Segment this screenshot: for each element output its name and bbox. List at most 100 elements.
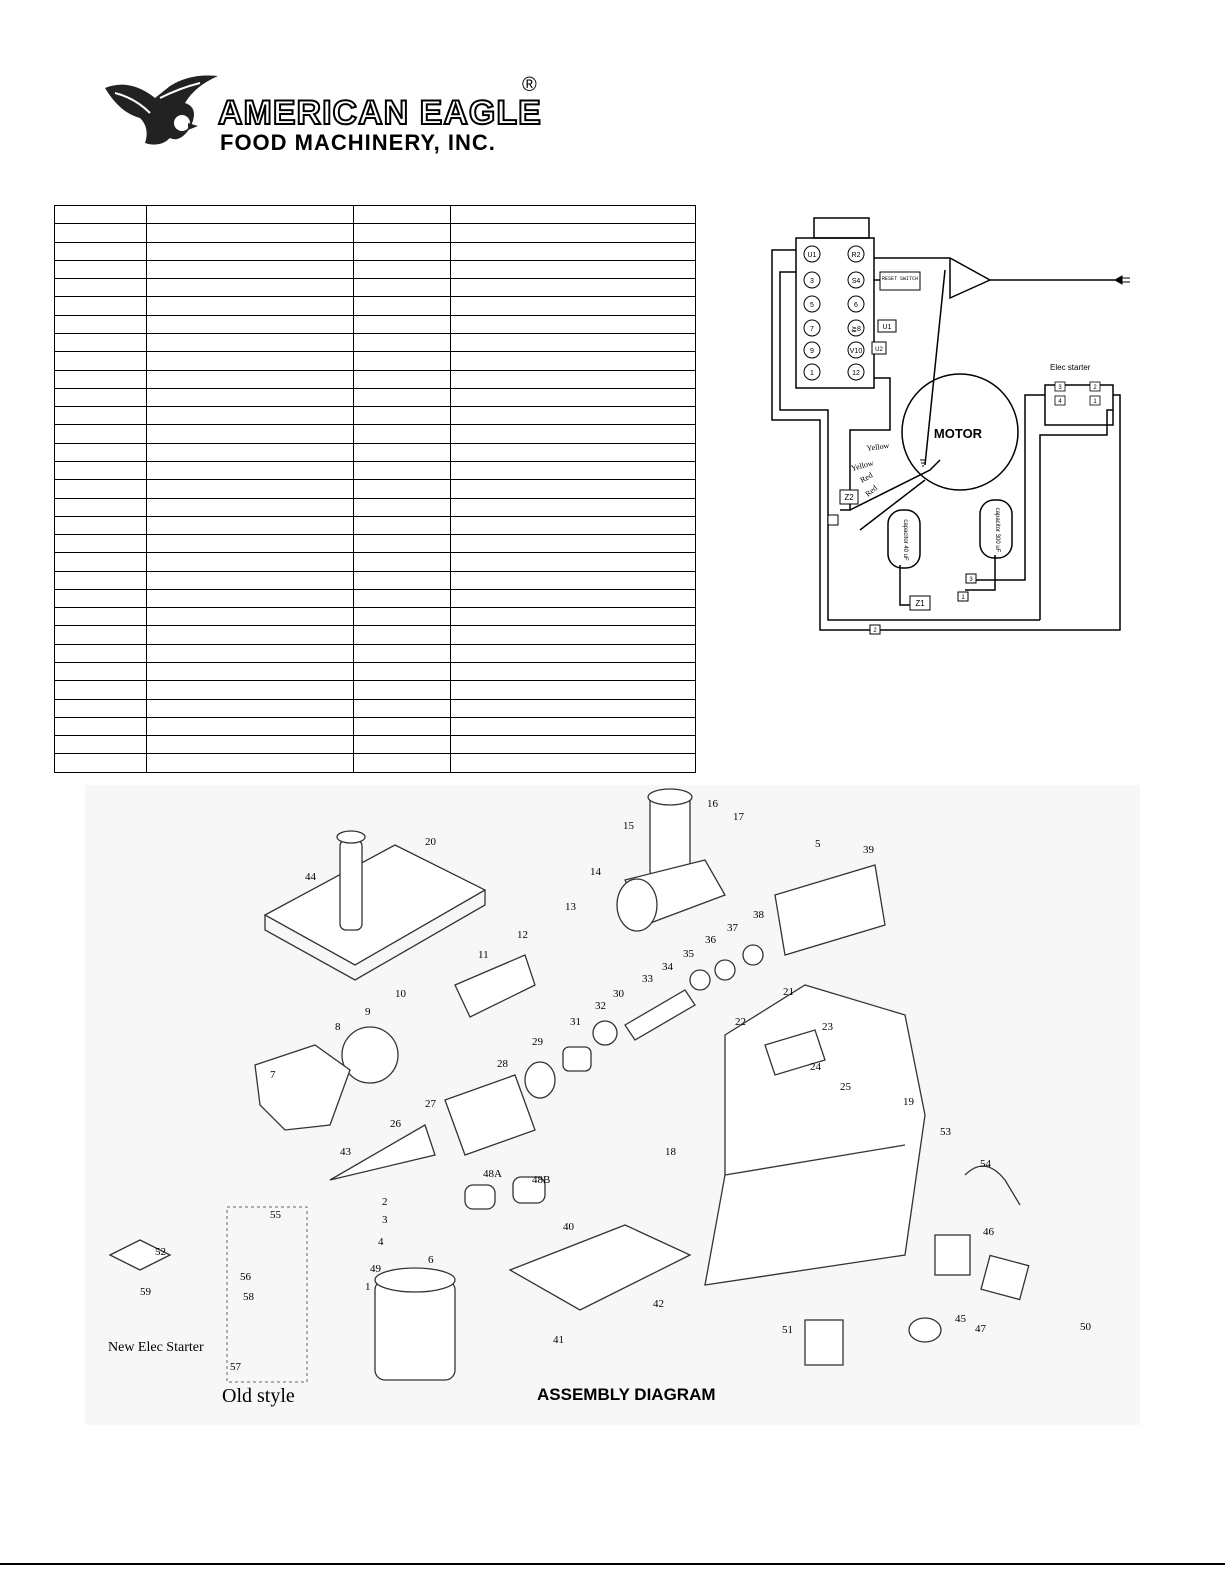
table-cell — [146, 497, 354, 517]
part-number-label: 12 — [517, 929, 528, 941]
table-cell — [353, 625, 451, 645]
stomper-part — [339, 839, 363, 931]
table-cell — [54, 570, 147, 590]
part-number-label: 29 — [532, 1036, 544, 1048]
table-cell — [146, 643, 354, 664]
table-cell — [353, 680, 451, 700]
table-cell — [54, 753, 147, 773]
table-cell — [146, 332, 354, 353]
table-cell — [353, 241, 451, 261]
table-cell — [450, 332, 696, 353]
part-number-label: 58 — [243, 1291, 255, 1303]
table-cell — [54, 332, 147, 353]
table-cell — [353, 588, 451, 609]
table-cell — [353, 479, 451, 499]
wiring-diagram: U1 3 5 7 9 1 R2 S4 6 ≧8 V10 12 RESET SWI… — [771, 217, 1130, 635]
part-number-label: 13 — [565, 901, 577, 913]
table-cell — [353, 497, 451, 517]
table-cell — [450, 753, 696, 773]
part-number-label: 8 — [335, 1021, 341, 1033]
table-cell — [54, 716, 147, 737]
table-cell — [146, 424, 354, 444]
table-cell — [146, 716, 354, 737]
ring-part — [254, 1044, 351, 1131]
table-cell — [353, 552, 451, 572]
table-cell — [450, 607, 696, 627]
table-cell — [450, 460, 696, 481]
table-cell — [353, 662, 451, 682]
part-number-label: 36 — [705, 934, 717, 946]
table-cell — [54, 552, 147, 572]
table-cell — [146, 387, 354, 408]
part-number-label: 19 — [903, 1096, 915, 1108]
table-cell — [450, 406, 696, 426]
old-style-box — [226, 1206, 308, 1383]
table-cell — [54, 241, 147, 261]
part-number-label: 20 — [425, 836, 437, 848]
table-cell — [146, 625, 354, 645]
starter-terminal-1: 1 — [1093, 399, 1097, 405]
table-cell — [353, 387, 451, 408]
part-number-label: 40 — [563, 1221, 575, 1233]
table-cell — [54, 497, 147, 517]
table-cell — [54, 662, 147, 682]
table-cell — [146, 406, 354, 426]
terminal-12: 12 — [852, 370, 860, 377]
table-cell — [353, 570, 451, 590]
table-cell — [54, 643, 147, 664]
old-style-label: Old style — [222, 1385, 295, 1407]
table-cell — [353, 314, 451, 334]
table-cell — [450, 223, 696, 243]
table-cell — [146, 479, 354, 499]
table-cell — [54, 588, 147, 609]
gear-housing-part — [444, 1074, 536, 1156]
table-cell — [353, 442, 451, 462]
stuffing-tube-part — [329, 1124, 436, 1181]
table-cell — [146, 698, 354, 718]
table-cell — [450, 625, 696, 645]
part-number-label: 27 — [425, 1098, 437, 1110]
table-cell — [54, 369, 147, 389]
table-cell — [353, 406, 451, 426]
table-cell — [353, 716, 451, 737]
part-number-label: 33 — [642, 973, 654, 985]
part-number-label: 54 — [980, 1158, 992, 1170]
table-row — [54, 424, 696, 444]
terminal-1: 1 — [810, 370, 814, 377]
part-number-label: 39 — [863, 844, 875, 856]
terminal-5: 5 — [810, 302, 814, 309]
table-cell — [54, 479, 147, 499]
table-row — [54, 369, 696, 389]
table-row — [54, 680, 696, 700]
table-row — [54, 259, 696, 280]
table-cell — [146, 552, 354, 572]
table-cell — [146, 607, 354, 627]
assembly-diagram-title: ASSEMBLY DIAGRAM — [537, 1385, 716, 1404]
table-cell — [450, 735, 696, 755]
terminal-8: ≧8 — [851, 326, 861, 333]
terminal-9: 9 — [810, 348, 814, 355]
part-number-label: 16 — [707, 798, 719, 810]
table-cell — [54, 314, 147, 334]
table-cell — [54, 223, 147, 243]
part-number-label: 57 — [230, 1361, 242, 1373]
part-number-label: 49 — [370, 1263, 382, 1275]
part-number-label: 25 — [840, 1081, 852, 1093]
elec-starter-label: Elec starter — [1050, 363, 1091, 372]
part-number-label: 26 — [390, 1118, 402, 1130]
table-cell — [146, 680, 354, 700]
wire-yellow-1: Yellow — [866, 441, 890, 453]
part-number-label: 6 — [428, 1254, 434, 1266]
part-number-label: 37 — [727, 922, 739, 934]
power-cord-part — [964, 1165, 1021, 1206]
small-tag-2: 2 — [873, 628, 877, 634]
table-cell — [146, 735, 354, 755]
part-number-label: 38 — [753, 909, 765, 921]
main-shaft-part — [624, 989, 696, 1041]
part-number-label: 48B — [532, 1174, 550, 1186]
table-cell — [450, 680, 696, 700]
table-row — [54, 570, 696, 590]
part-number-label: 5 — [815, 838, 821, 850]
logo-subtitle: FOOD MACHINERY, INC. — [220, 130, 496, 155]
table-cell — [146, 351, 354, 371]
